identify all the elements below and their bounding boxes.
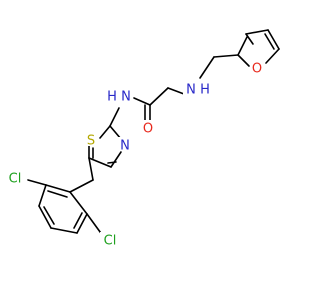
atom-label: H [107,90,117,105]
bond [149,87,169,106]
bond [133,97,151,106]
atom-label: N [121,90,131,105]
bond [27,179,47,186]
bond [38,205,52,229]
bond [69,179,94,193]
bond [38,184,47,207]
atom-O-furan: O [250,60,264,77]
atom-O-carbonyl: O [141,120,155,137]
bond [245,29,269,35]
atom-Cl-meta: Cl [100,232,120,249]
bond [45,184,71,193]
molecule-structure: O N H N H O S N Cl [5,29,280,249]
atom-label: O [143,122,153,137]
bond [99,125,111,139]
bond [88,157,112,168]
bond [199,56,215,79]
atom-label: Cl [104,234,117,249]
bond [47,190,68,198]
bond [73,212,83,229]
bond [264,33,275,50]
bond [76,213,88,234]
bond [265,48,280,64]
atom-label: Cl [9,172,22,187]
bond-lines [27,29,280,237]
bond [43,206,55,225]
bond [110,151,122,168]
atom-label: N [120,139,130,154]
bond [50,227,78,234]
atom-label: O [252,62,262,77]
atom-N-amine: N H [183,81,212,98]
bond [107,161,117,164]
bond [213,54,239,58]
bond [88,157,94,181]
bond [167,87,185,95]
atom-N-amide: N H [104,88,133,105]
bond [245,33,254,45]
atom-label: S [87,134,95,149]
bond [237,36,248,56]
bond [69,191,88,215]
bond [267,29,280,50]
atom-N-thiazole: N [118,137,132,154]
atom-Cl-ortho: Cl [5,170,25,187]
atom-labels: O N H N H O S N Cl [5,60,264,249]
bond [109,125,122,140]
bond [109,107,120,127]
bond [237,54,250,67]
atom-label: N [186,83,196,98]
atom-S: S [84,132,98,149]
atom-label: H [200,83,210,98]
